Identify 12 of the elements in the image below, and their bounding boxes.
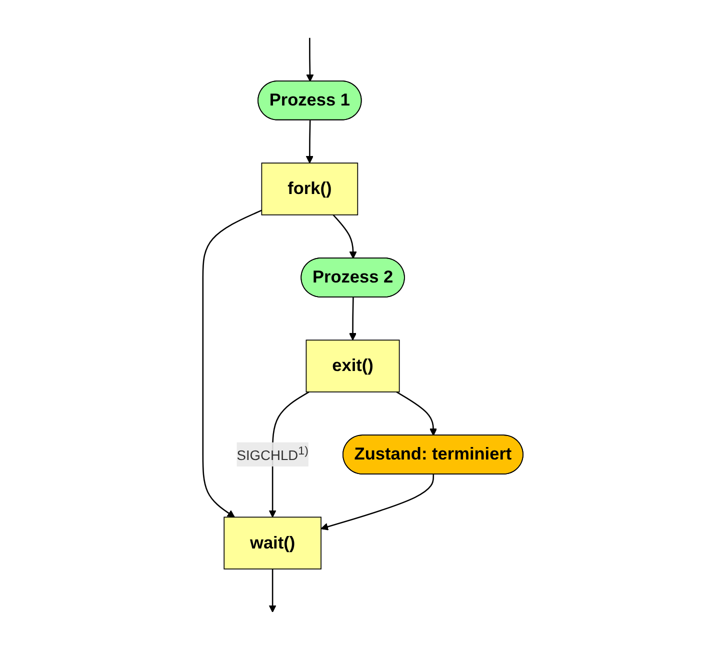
arrow (202, 210, 262, 518)
arrow (306, 38, 314, 82)
arrow (348, 297, 356, 340)
node-box: fork() (260, 162, 358, 216)
node-box: exit() (305, 340, 400, 392)
edge-label: SIGCHLD$^{1)}$ (236, 444, 308, 464)
arrow (396, 391, 437, 436)
arrow (305, 120, 313, 164)
node-box: wait() (223, 516, 321, 570)
arrow (332, 214, 356, 259)
arrow (268, 568, 276, 612)
arrow (320, 474, 434, 530)
